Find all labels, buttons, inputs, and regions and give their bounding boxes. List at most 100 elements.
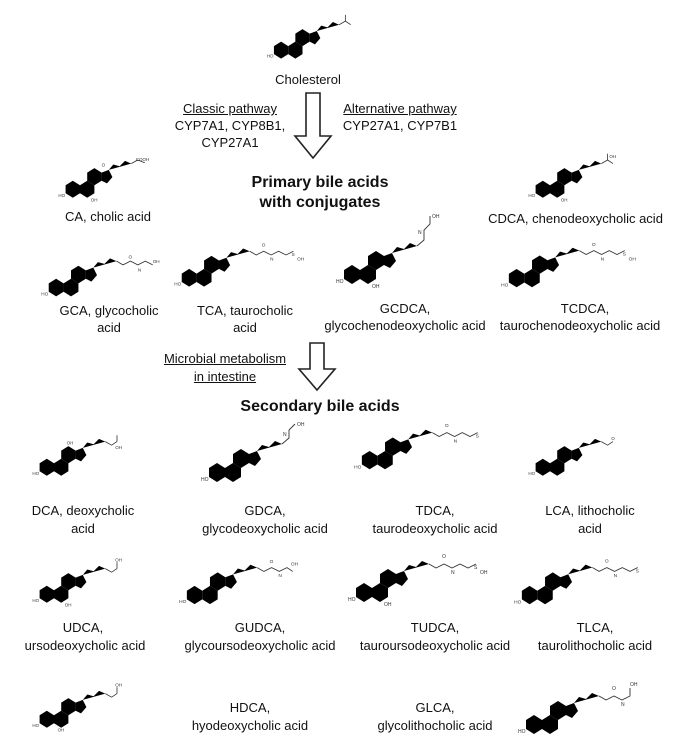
tdca-structure: O N S HO [354,418,498,482]
atom-label-o: O [592,242,596,248]
atom-label-oh: OH [115,557,122,562]
tca-label-2: acid [233,320,257,335]
gudca-label-2: glycoursodeoxycholic acid [184,638,336,653]
microbial-metabolism-title: Microbial metabolism [163,351,287,366]
atom-label-ho: HO [348,597,356,603]
atom-label-oh-7: OH [65,602,72,607]
tdca-label-2: taurodeoxycholic acid [372,521,498,536]
down-arrow-icon [293,92,333,160]
ca-label: CA, cholic acid [65,209,151,224]
classic-pathway-enzymes-2: CYP27A1 [201,135,259,150]
atom-label-oh: OH [115,682,122,687]
atom-label-o: O [612,686,616,692]
alternative-pathway-title: Alternative pathway [343,101,457,116]
atom-label-ho: HO [41,292,48,297]
atom-label-ho: HO [174,282,181,287]
classic-pathway-enzymes: CYP7A1, CYP8B1, [174,118,286,133]
glca-structure: O N OH HO [518,670,652,740]
tcdca-structure: O N S OH HO [501,238,645,298]
atom-label-o: O [445,423,449,429]
cdca-structure: OH HO OH [528,150,622,206]
gudca-structure: O N OH HO [179,555,313,611]
dca-structure: OH HO OH [32,428,126,484]
lca-label-2: acid [578,521,602,536]
atom-label-ho: HO [514,599,521,605]
atom-label-ho: HO [354,464,361,470]
atom-label-oh-6: OH [58,727,65,732]
atom-label-oh-12: OH [67,440,74,445]
atom-label-oh-7: OH [384,602,392,608]
atom-label-ho: HO [58,193,65,198]
dca-label: DCA, deoxycholic [31,503,135,518]
tudca-structure: O N S OH HO OH [348,548,497,616]
atom-label-oh: OH [115,445,122,450]
atom-label-s: S [623,251,626,257]
tcdca-label: TCDCA, [560,301,610,316]
atom-label-o: O [129,254,133,259]
atom-label-o: O [605,559,609,565]
atom-label-oh: OH [432,214,440,220]
atom-label-cooh: COOH [136,157,150,162]
tudca-label: TUDCA, [410,620,460,635]
atom-label-n: N [451,570,455,576]
gdca-structure: N OH HO [201,420,315,490]
atom-label-ho: HO [32,471,39,476]
gcdca-label-2: glycochenodeoxycholic acid [324,318,486,333]
atom-label-n: N [601,256,605,262]
tlca-label: TLCA, [576,620,614,635]
atom-label-n: N [418,230,422,236]
atom-label-oh: OH [629,256,637,262]
atom-label-ho: HO [528,471,535,476]
atom-label-n: N [454,438,458,444]
tca-label: TCA, taurocholic [196,303,294,318]
lca-structure: O HO [528,428,622,484]
atom-label-ho: HO [518,729,526,735]
atom-label-ho: HO [528,193,535,198]
gca-structure: O N OH HO [41,248,175,304]
glca-label-2: glycolithocholic acid [377,718,493,733]
atom-label-n: N [138,267,141,272]
gdca-label: GDCA, [244,503,286,518]
secondary-heading: Secondary bile acids [240,398,400,415]
tcdca-label-2: taurochenodeoxycholic acid [499,318,661,333]
atom-label-ho: HO [32,723,39,728]
atom-label-s: S [474,565,478,571]
down-arrow-icon-2 [297,342,337,392]
lca-label: LCA, lithocholic [545,503,635,518]
atom-label-o: O [262,243,266,248]
gudca-label: GUDCA, [234,620,286,635]
microbial-metabolism-title-2: in intestine [193,369,257,384]
atom-label-oh: OH [609,154,616,159]
tca-structure: O N S OH HO [174,238,313,298]
atom-label-ho: HO [336,279,344,285]
gca-label: GCA, glycocholic [59,303,159,318]
glca-label: GLCA, [415,700,455,715]
atom-label-n: N [614,573,618,579]
gdca-label-2: glycodeoxycholic acid [202,521,328,536]
cholesterol-structure: HO [267,14,360,64]
atom-label-ho: HO [201,477,209,483]
atom-label-o: O [442,554,446,560]
atom-label-ho: HO [179,599,186,605]
atom-label-s: S [636,568,639,574]
tdca-label: TDCA, [415,503,455,518]
hdca-label: HDCA, [229,700,271,715]
atom-label-oh-7: OH [561,197,568,202]
udca-structure: OH HO OH [32,555,126,611]
classic-pathway-title: Classic pathway [183,101,277,116]
gcdca-structure: N OH HO OH [336,212,450,292]
tlca-structure: O N S HO [514,555,658,611]
primary-heading: Primary bile acids [251,174,389,191]
gca-label-2: acid [97,320,121,335]
atom-label-ho: HO [501,282,508,288]
cholesterol-label: Cholesterol [275,72,341,87]
gcdca-label: GCDCA, [379,301,431,316]
udca-label: UDCA, [62,620,104,635]
atom-label-n: N [283,432,287,438]
atom-label-oh: OH [630,682,638,688]
atom-label-n: N [621,702,625,708]
atom-label-oh: OH [153,259,160,264]
cdca-label: CDCA, chenodeoxycholic acid [488,211,663,226]
tudca-label-2: tauroursodeoxycholic acid [359,638,511,653]
atom-label-n: N [270,257,273,262]
